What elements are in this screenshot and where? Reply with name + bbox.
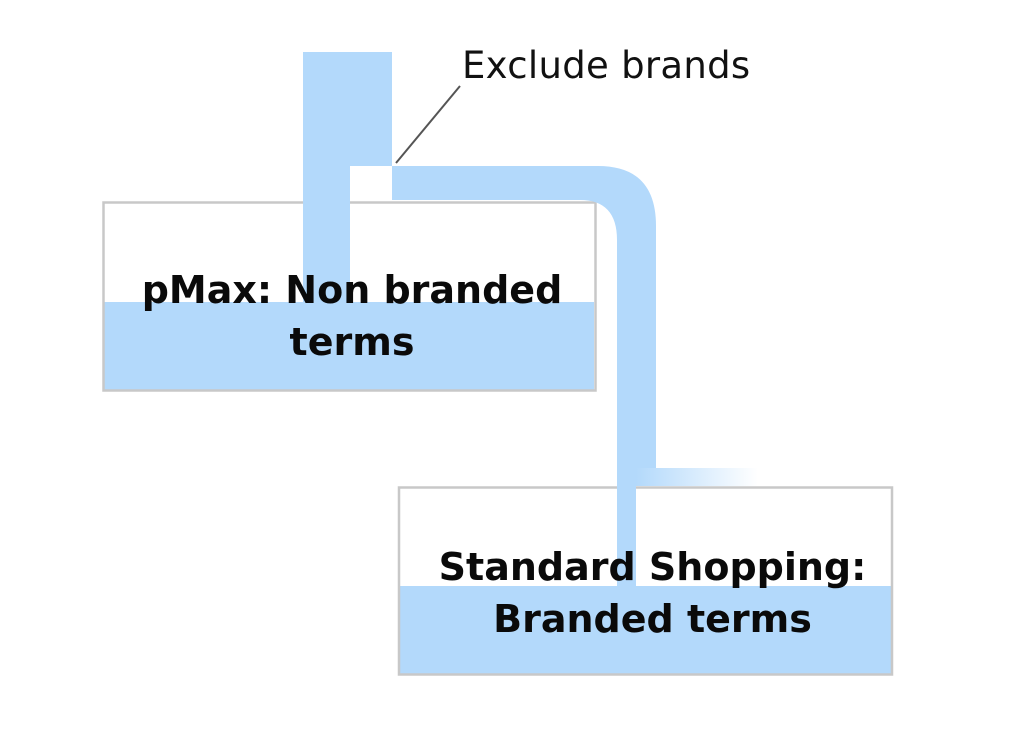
bypass-pipe — [392, 166, 656, 586]
tank-pmax — [102, 201, 597, 392]
overflow-branch — [636, 468, 758, 486]
tank-standard-label: Standard Shopping: Branded terms — [400, 541, 905, 645]
exclude-brands-label: Exclude brands — [462, 44, 751, 87]
callout-leader-line — [395, 85, 461, 164]
tank-pmax-label-line1: pMax: Non branded — [141, 268, 563, 312]
tank-pmax-fluid — [104, 302, 594, 390]
tank-standard-shopping — [397, 486, 894, 676]
tank-standard-label-line2: Branded terms — [493, 597, 812, 641]
tank-standard-outline — [397, 486, 894, 676]
inflow-pipe — [303, 52, 392, 302]
tank-pmax-label-line2: terms — [289, 320, 415, 364]
tank-standard-fluid — [400, 586, 891, 674]
tank-standard-label-line1: Standard Shopping: — [438, 545, 867, 589]
tank-pmax-label: pMax: Non branded terms — [102, 264, 602, 368]
